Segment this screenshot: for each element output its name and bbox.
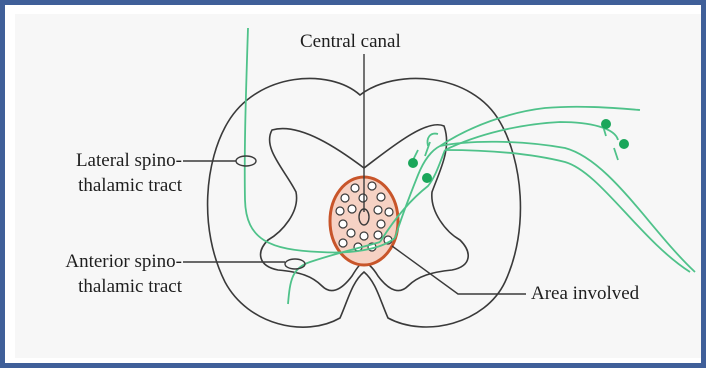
lateral-tract-marker [236,156,256,166]
spinothalamic-fibres [245,28,695,304]
label-anterior-line2: thalamic tract [24,275,182,299]
label-anterior-line1: Anterior spino- [24,250,182,274]
label-area-involved: Area involved [531,282,639,306]
label-lateral-line1: Lateral spino- [24,149,182,173]
label-lateral-line2: thalamic tract [24,174,182,198]
neuron-dots [408,119,629,183]
anterior-tract-marker [285,259,305,269]
label-central-canal: Central canal [300,30,401,54]
